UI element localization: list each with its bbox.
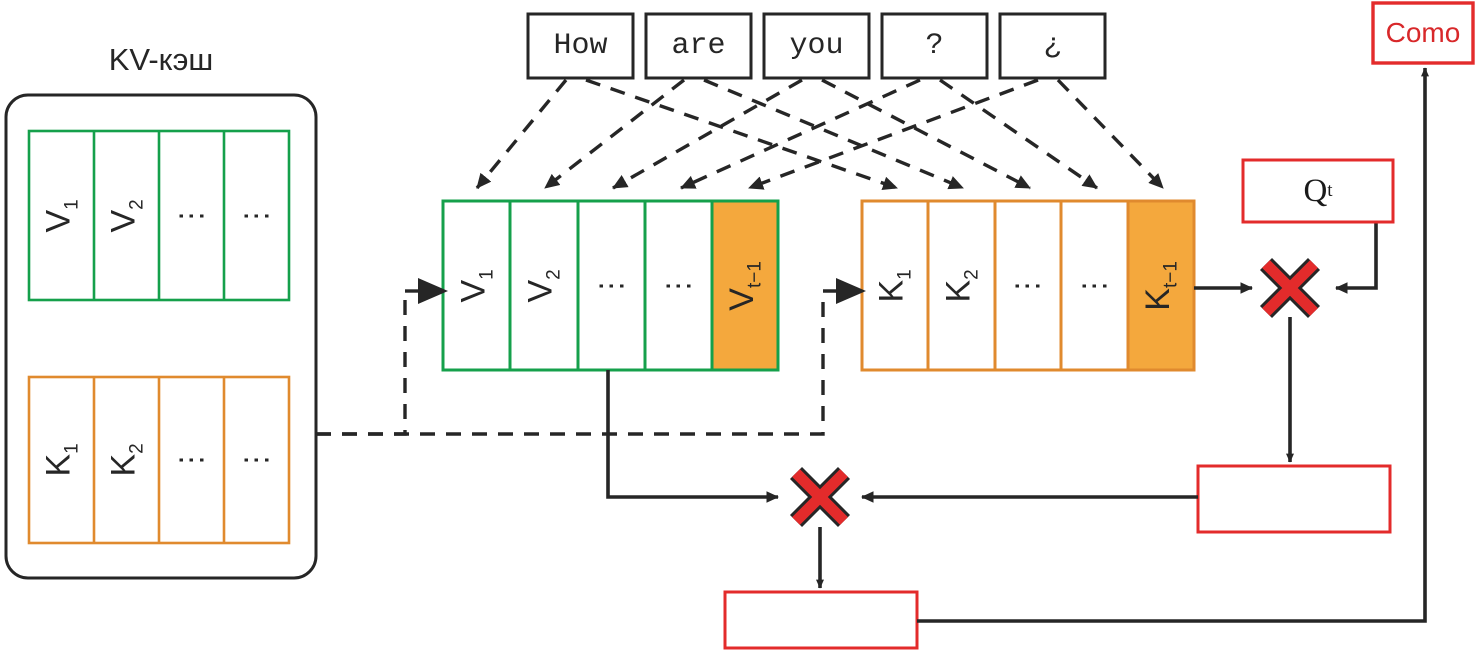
key-cell: ⋮ (1061, 201, 1128, 370)
token-item[interactable]: ? (925, 29, 944, 63)
key-cell: ⋮ (995, 201, 1061, 370)
attention-output-label (725, 592, 917, 648)
key-cell-label: K (939, 279, 978, 303)
value-cell: V1 (443, 201, 510, 370)
attention-scores-box (1196, 464, 1392, 534)
cache-key-label: ⋮ (174, 445, 208, 475)
attention-product-operator (1259, 257, 1321, 319)
cache-key-sub: 2 (126, 443, 148, 454)
cache-value-cell: V2 (94, 131, 159, 300)
weighted-sum-operator (789, 466, 851, 528)
attention-scores-label (1198, 466, 1390, 532)
cache-value-cell: V1 (29, 131, 94, 300)
cache-key-label: K (104, 453, 143, 477)
cache-value-sub: 2 (126, 198, 148, 210)
value-cell-sub: t−1 (744, 260, 766, 288)
query-subscript: t (1327, 180, 1333, 201)
value-cell: ⋮ (645, 201, 712, 370)
output-token-box (1371, 1, 1475, 65)
value-cell-highlighted: Vt−1 (712, 201, 778, 370)
key-cell-label: K (873, 279, 912, 303)
cache-values-cells: V1 V2 ⋮ ⋮ (29, 131, 289, 300)
kv-cache-title: KV-кэш (108, 42, 214, 77)
query-box (1241, 158, 1395, 224)
cache-feedback-path (316, 289, 836, 436)
key-cell: K2 (928, 201, 995, 370)
cache-key-label: ⋮ (239, 445, 273, 475)
cache-value-label: ⋮ (239, 200, 273, 231)
token-item[interactable]: ¿ (1043, 29, 1062, 63)
cache-key-cell: K2 (94, 377, 159, 543)
value-cell-sub: 1 (476, 268, 498, 280)
cache-value-cell: ⋮ (224, 131, 289, 300)
cache-value-label: V (104, 209, 143, 233)
token-item[interactable]: are (671, 29, 726, 63)
key-cell-label: ⋮ (1011, 270, 1044, 301)
key-cell-sub: 2 (961, 268, 983, 280)
value-cell-label: ⋮ (661, 270, 695, 301)
value-cell: ⋮ (578, 201, 645, 370)
cache-key-cell: ⋮ (159, 377, 224, 543)
output-token-label: Como (1385, 17, 1461, 48)
value-cell-label: V (454, 279, 493, 303)
cache-value-sub: 1 (61, 198, 83, 210)
value-cell: V2 (510, 201, 578, 370)
cache-keys-cells: K1 K2 ⋮ ⋮ (29, 377, 289, 543)
key-cell: K1 (862, 201, 928, 370)
cache-keys-row (27, 375, 291, 545)
cache-feedback-arrowheads (418, 278, 866, 304)
cache-value-label: V (39, 209, 78, 233)
cache-key-cell: K1 (29, 377, 94, 543)
cache-value-label: ⋮ (174, 200, 208, 231)
key-cell-sub: 1 (894, 268, 916, 280)
value-cell-label: V (723, 287, 762, 311)
query-to-product-arrow (1335, 222, 1378, 294)
cache-key-cell: ⋮ (224, 377, 289, 543)
key-vector-row (860, 199, 1196, 372)
output-feedback-path (917, 67, 1429, 623)
input-token-sequence (526, 12, 1107, 80)
cache-key-label: K (39, 453, 78, 477)
value-vector-cells: V1 V2 ⋮ ⋮ Vt−1 (443, 201, 778, 370)
cache-key-sub: 1 (61, 443, 83, 454)
value-cell-label: V (522, 279, 561, 303)
key-cell-label: K (1139, 287, 1178, 311)
cache-values-row (27, 129, 291, 302)
value-cell-label: ⋮ (594, 270, 628, 301)
token-item[interactable]: you (789, 29, 844, 63)
token-to-vector-arrows (475, 78, 1165, 191)
key-cell-sub: t−1 (1160, 260, 1182, 288)
token-item[interactable]: How (553, 29, 608, 63)
value-to-sum-arrow (606, 370, 779, 503)
value-vector-row (441, 199, 780, 372)
key-cell-highlighted: Kt−1 (1128, 201, 1194, 370)
key-vector-cells: K1 K2 ⋮ ⋮ Kt−1 (862, 201, 1194, 370)
query-symbol: Q (1303, 172, 1328, 209)
attention-output-box (723, 590, 919, 650)
key-cell-label: ⋮ (1077, 270, 1111, 301)
value-cell-sub: 2 (543, 268, 565, 280)
cache-value-cell: ⋮ (159, 131, 224, 300)
